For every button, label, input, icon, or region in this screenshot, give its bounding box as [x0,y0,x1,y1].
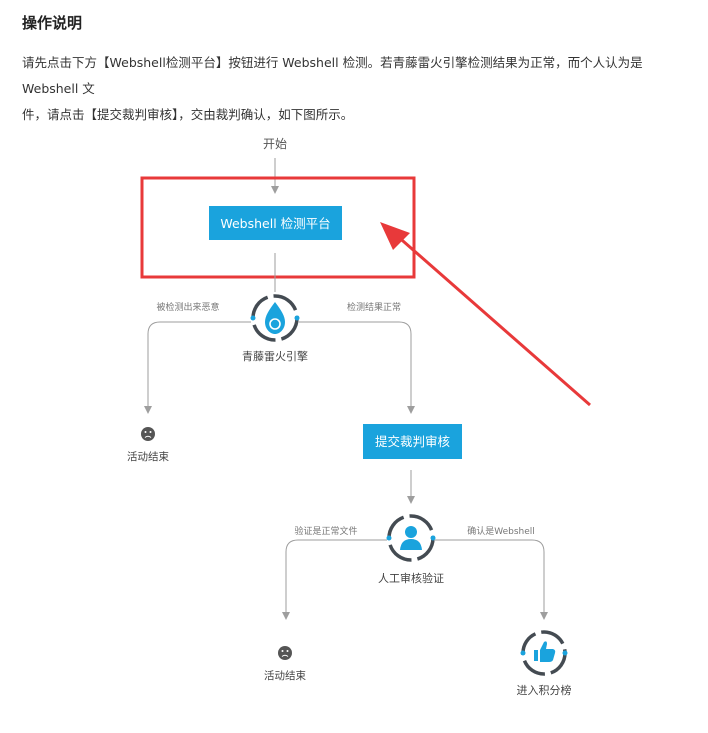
webshell-detect-button-label: Webshell 检测平台 [220,216,330,231]
engine-label: 青藤雷火引擎 [242,349,308,363]
connector-normal [299,321,415,414]
verify-normal-label: 验证是正常文件 [294,525,357,537]
webshell-detect-button[interactable]: Webshell 检测平台 [209,206,342,240]
instruction-line-1: 请先点击下方【Webshell检测平台】按钮进行 Webshell 检测。若青藤… [22,55,643,96]
sad-face-icon [278,646,292,660]
end-label-1: 活动结束 [127,450,169,463]
highlight-arrow [380,222,591,407]
normal-label: 检测结果正常 [347,301,401,313]
malicious-label: 被检测出来恶意 [156,301,219,313]
connector-confirm-webshell [435,539,548,620]
sad-face-icon [141,427,155,441]
instruction-line-2: 件，请点击【提交裁判审核】，交由裁判确认，如下图所示。 [22,107,354,122]
start-label: 开始 [263,137,287,151]
reviewer-person-icon [386,514,436,562]
flame-engine-icon [250,294,300,342]
submit-review-button-label: 提交裁判审核 [375,434,451,449]
instruction-text: 请先点击下方【Webshell检测平台】按钮进行 Webshell 检测。若青藤… [22,50,692,128]
thumbs-up-icon [520,630,568,676]
submit-review-button[interactable]: 提交裁判审核 [363,424,462,459]
leaderboard-label: 进入积分榜 [517,683,572,697]
end-label-2: 活动结束 [264,669,306,682]
connector-verify-normal [282,539,387,620]
highlight-box [140,176,416,279]
manual-review-label: 人工审核验证 [378,571,444,585]
page-title: 操作说明 [22,14,83,32]
confirm-webshell-label: 确认是Webshell [467,525,535,537]
connector-malicious [144,321,251,414]
